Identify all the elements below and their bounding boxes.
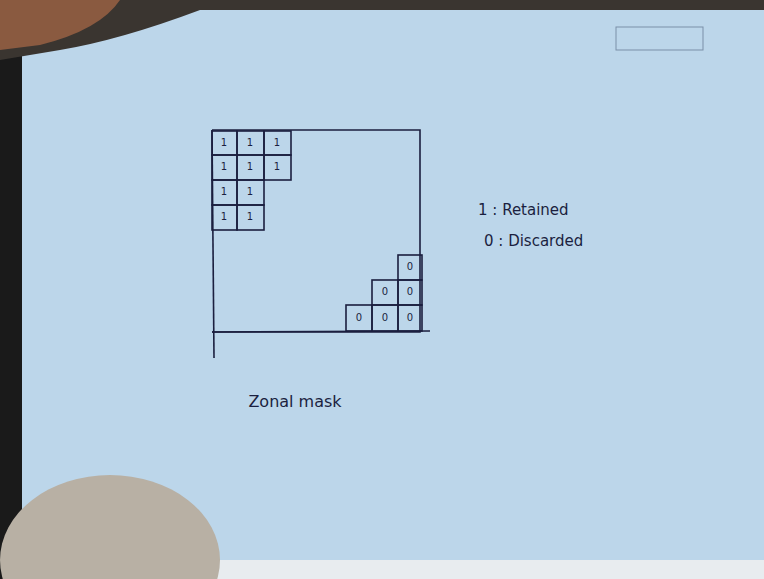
mask-cell-value: 0 — [382, 287, 388, 297]
mask-cell-value: 1 — [221, 138, 227, 148]
mask-cell-value: 1 — [221, 212, 227, 222]
mask-cell-value: 0 — [407, 262, 413, 272]
mask-cell-value: 1 — [274, 162, 280, 172]
stamp — [616, 27, 703, 50]
hand-blob — [0, 0, 120, 50]
mask-cell-value: 1 — [221, 162, 227, 172]
mask-cell-value: 1 — [274, 138, 280, 148]
mask-outline — [212, 130, 430, 358]
mask-cell-value: 0 — [356, 313, 362, 323]
mask-cell-value: 1 — [247, 162, 253, 172]
mask-cell-value: 0 — [407, 313, 413, 323]
head-blob — [0, 475, 220, 579]
mask-cell-value: 1 — [221, 187, 227, 197]
mask-cell-value: 1 — [247, 187, 253, 197]
mask-cell-value: 0 — [382, 313, 388, 323]
mask-cell-value: 1 — [247, 212, 253, 222]
dark-edge — [0, 0, 22, 579]
mask-cell-value: 1 — [247, 138, 253, 148]
legend-note: 0 : Discarded — [484, 234, 583, 249]
legend-note: 1 : Retained — [478, 203, 569, 218]
caption: Zonal mask — [248, 394, 341, 410]
dark-top — [0, 0, 764, 60]
mask-cell-value: 0 — [407, 287, 413, 297]
